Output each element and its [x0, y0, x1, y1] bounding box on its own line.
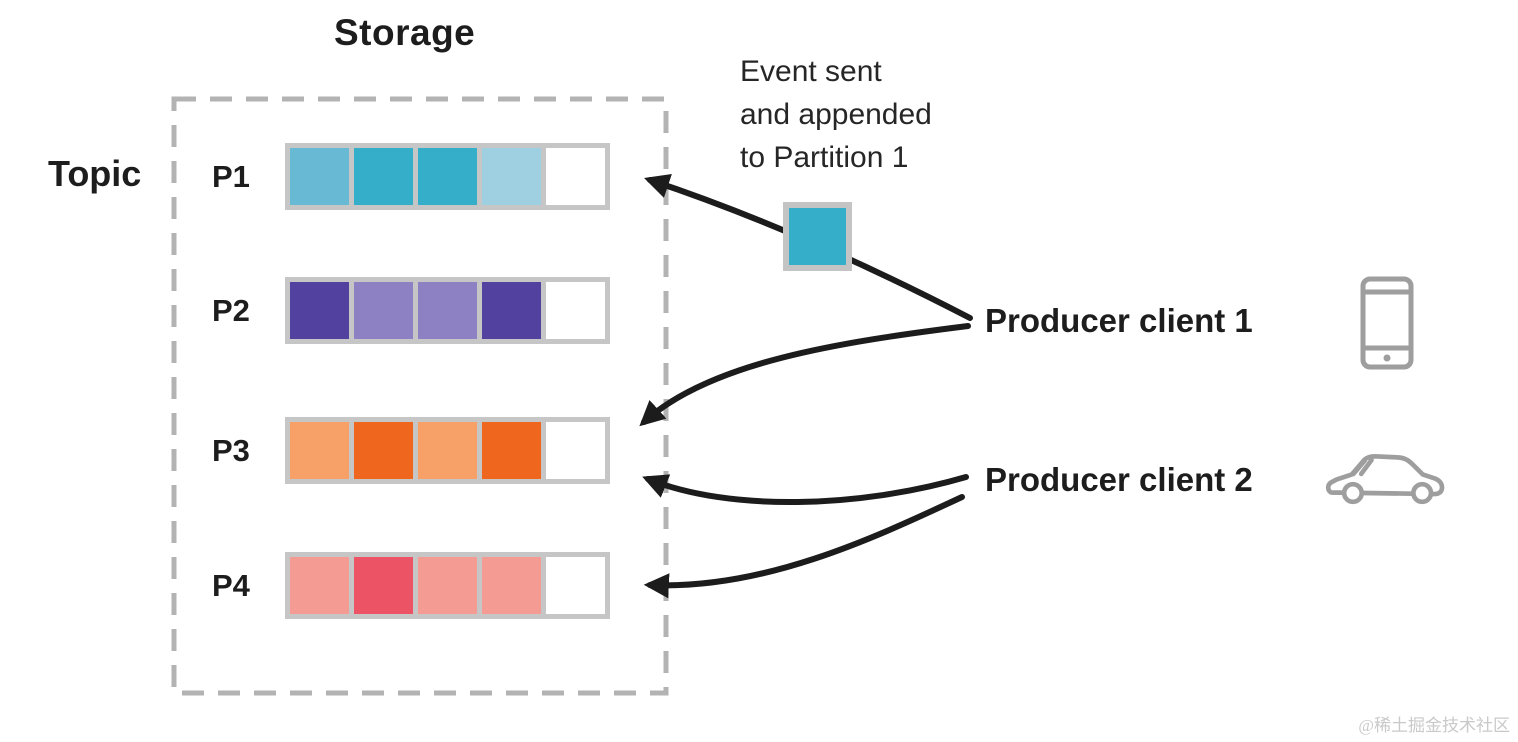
partition-cell [482, 148, 541, 205]
partition-cell [482, 557, 541, 614]
partition-cell [354, 557, 413, 614]
partition-cell [418, 148, 477, 205]
partition-label: P1 [212, 158, 250, 194]
partition-cell [546, 148, 605, 205]
partition-cell [290, 557, 349, 614]
topic-label: Topic [48, 153, 142, 194]
partition-cell [482, 422, 541, 479]
partition-label: P4 [212, 567, 250, 603]
partition-strip [285, 552, 610, 619]
partition-row-p2: P2 [212, 277, 610, 344]
arrow-producer2-to-p3 [642, 474, 969, 506]
partition-label: P3 [212, 432, 250, 468]
partition-row-p3: P3 [212, 417, 610, 484]
event-note-line: to Partition 1 [740, 141, 909, 174]
partition-cell [354, 422, 413, 479]
partition-cell [546, 557, 605, 614]
partition-cell [418, 422, 477, 479]
arrow-producer1-to-p3 [639, 323, 971, 427]
partition-label: P2 [212, 292, 250, 328]
partition-cell [418, 557, 477, 614]
phone-icon [1360, 276, 1414, 375]
partition-cell [418, 282, 477, 339]
partition-row-p4: P4 [212, 552, 610, 619]
arrow-producer2-to-p4 [643, 494, 965, 599]
partition-cell [354, 148, 413, 205]
event-note-line: Event sent [740, 55, 882, 88]
partition-cell [354, 282, 413, 339]
partition-cell [290, 282, 349, 339]
partition-cell [290, 148, 349, 205]
partition-strip [285, 277, 610, 344]
partition-cell [482, 282, 541, 339]
partition-cell [290, 422, 349, 479]
producer-client-2-label: Producer client 2 [985, 461, 1253, 498]
partition-row-p1: P1 [212, 143, 610, 210]
event-square [783, 202, 852, 271]
event-note-line: and appended [740, 98, 932, 131]
car-icon [1323, 446, 1449, 513]
producer-client-1-label: Producer client 1 [985, 302, 1253, 339]
partition-strip [285, 417, 610, 484]
partition-cell [546, 422, 605, 479]
storage-title: Storage [334, 12, 476, 53]
partition-strip [285, 143, 610, 210]
event-note: Event sent and appended to Partition 1 [740, 50, 932, 179]
watermark: @稀土掘金技术社区 [1358, 716, 1510, 735]
partition-cell [546, 282, 605, 339]
